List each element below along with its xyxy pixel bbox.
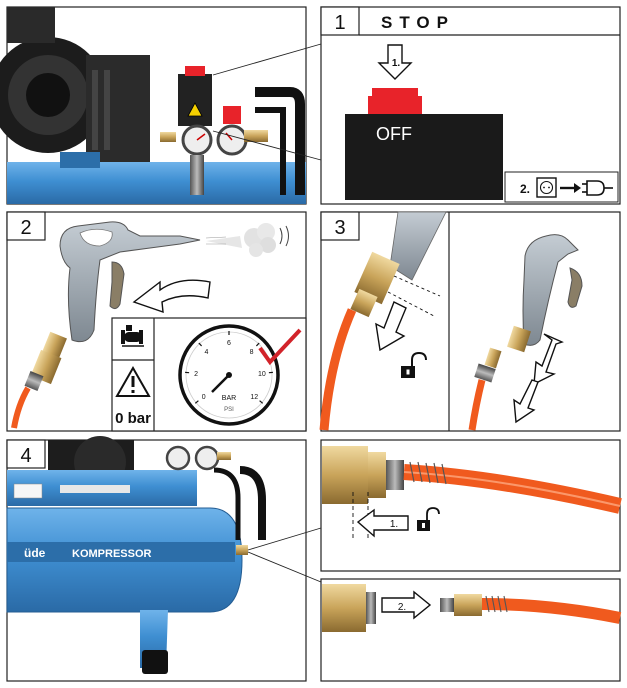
air-gun-icon [24,221,201,392]
gauge-tick-label: 6 [227,340,231,347]
plug-icon [582,180,613,196]
quick-coupling-icon [350,251,400,318]
gauge-unit-psi: PSI [224,407,234,413]
panel-4-release: 1. [320,439,622,572]
air-cloud-icon [205,223,289,257]
hose-spring [409,461,447,485]
tank-outlet-coupling [236,545,248,555]
off-label: OFF [376,124,412,144]
panel-3: 3 [319,211,621,432]
slide-right-arrow-icon: 2. [381,590,432,620]
press-down-arrow-icon: 1. [377,44,413,80]
gauge-tick-label: 12 [250,394,258,401]
gauge-tick-mark [194,400,199,404]
panel-4-disconnect: 2. [320,578,622,682]
unlock-padlock-icon [401,351,427,378]
gauge-tick-label: 2 [194,371,198,378]
panel-4: üde KOMPRESSOR 4 [6,436,322,682]
gauge-tick-mark [259,400,264,404]
step-number-3: 3 [334,217,345,239]
disconnect-step-label: 2. [398,602,406,613]
check-mark-icon [258,328,302,366]
hose-nipple-icon [474,347,502,383]
warning-triangle-icon [115,365,151,397]
air-hose-4b [481,598,622,624]
power-socket-icon [536,177,557,198]
step-number-1: 1 [334,12,345,34]
up-down-arrow-lower-icon [513,379,539,424]
compressor-model-label: KOMPRESSOR [72,548,152,560]
panel-1-stop: 1 STOP 1. OFF 2. [320,6,621,205]
stop-title: STOP [381,13,455,32]
hose-nipple-icon [440,594,482,616]
quick-coupling-icon [322,584,376,632]
brand-partial-label: üde [24,546,46,560]
zero-bar-label: 0 bar [115,410,151,427]
air-hose-panel3-right [468,379,486,431]
air-hose-panel3 [319,308,357,431]
arrow-1-label: 1. [392,58,401,69]
pressure-gauge-icon: 0 2 4 6 8 10 12 BAR PSI [178,324,280,426]
up-down-arrow-icon [533,333,564,386]
gauge-unit-bar: BAR [222,395,236,402]
step-number-4: 4 [20,445,31,467]
compressor-icon [121,325,144,347]
air-hose [11,386,31,429]
gauge-tick-mark [198,342,203,347]
stop-button-icon [368,88,422,114]
pull-down-arrow-icon [375,301,407,352]
release-step-label: 1. [390,519,398,530]
hose-spring-4b [485,595,508,613]
gauge-tick-label: 8 [250,349,254,356]
unplug-step-label: 2. [520,182,530,196]
pressure-switch-box [345,114,503,200]
panel-2: 2 [6,211,307,432]
gauge-tick-label: 10 [258,371,266,378]
gauge-tick-mark [255,342,260,347]
gauge-needle [211,374,230,393]
return-arrow-icon [132,279,211,314]
slide-left-arrow-icon: 1. [356,508,409,538]
gauge-tick-label: 4 [204,349,208,356]
panel-1-photo [0,6,322,205]
air-gun-detached-icon [507,234,583,353]
step-number-2: 2 [20,217,31,239]
gauge-tick-label: 0 [202,394,206,401]
quick-coupling-icon [322,446,404,504]
right-arrow-icon [560,183,581,193]
unlock-padlock-icon [417,507,440,531]
